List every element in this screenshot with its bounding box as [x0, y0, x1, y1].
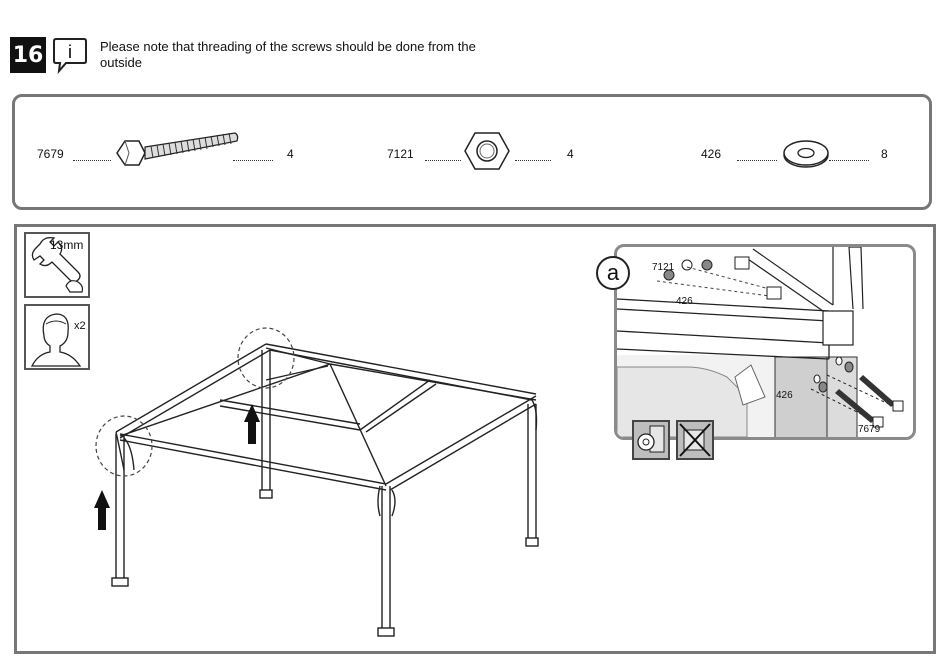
up-arrow-icon	[94, 490, 110, 530]
part-qty-bolt: 4	[287, 147, 294, 161]
leader-dots	[233, 160, 273, 161]
svg-text:i: i	[68, 42, 72, 62]
detail-label-bolt: 7679	[858, 424, 880, 435]
info-icon: i	[52, 36, 88, 76]
leader-dots	[829, 160, 869, 161]
leader-dots	[73, 160, 111, 161]
part-id-bolt: 7679	[37, 147, 64, 161]
bolt-head-outside-icon	[634, 422, 668, 458]
parts-list-panel: 7679 4 7121 4 426 8	[12, 94, 932, 210]
leader-dots	[425, 160, 461, 161]
correct-orientation-tile	[632, 420, 670, 460]
detail-inset-a	[614, 244, 916, 440]
cross-out-icon	[678, 422, 712, 458]
step-number-badge: 16	[10, 37, 46, 73]
person-icon	[26, 306, 88, 368]
bolt-icon	[113, 131, 243, 177]
part-id-nut: 7121	[387, 147, 414, 161]
detail-label-nut: 7121	[652, 262, 674, 273]
detail-label-washer-top: 426	[676, 296, 693, 307]
washer-icon	[781, 135, 831, 171]
part-qty-nut: 4	[567, 147, 574, 161]
hex-nut-icon	[461, 127, 513, 177]
instruction-note: Please note that threading of the screws…	[100, 39, 520, 71]
detail-label-washer-side: 426	[776, 390, 793, 401]
leader-dots	[737, 160, 777, 161]
detail-marker-a: a	[596, 256, 630, 290]
wrench-size-label: 13mm	[50, 238, 83, 252]
gazebo-frame-drawing	[80, 320, 560, 650]
leader-dots	[515, 160, 551, 161]
part-id-washer: 426	[701, 147, 721, 161]
incorrect-orientation-tile	[676, 420, 714, 460]
bolt-assembly-detail-drawing	[617, 247, 913, 437]
part-qty-washer: 8	[881, 147, 888, 161]
